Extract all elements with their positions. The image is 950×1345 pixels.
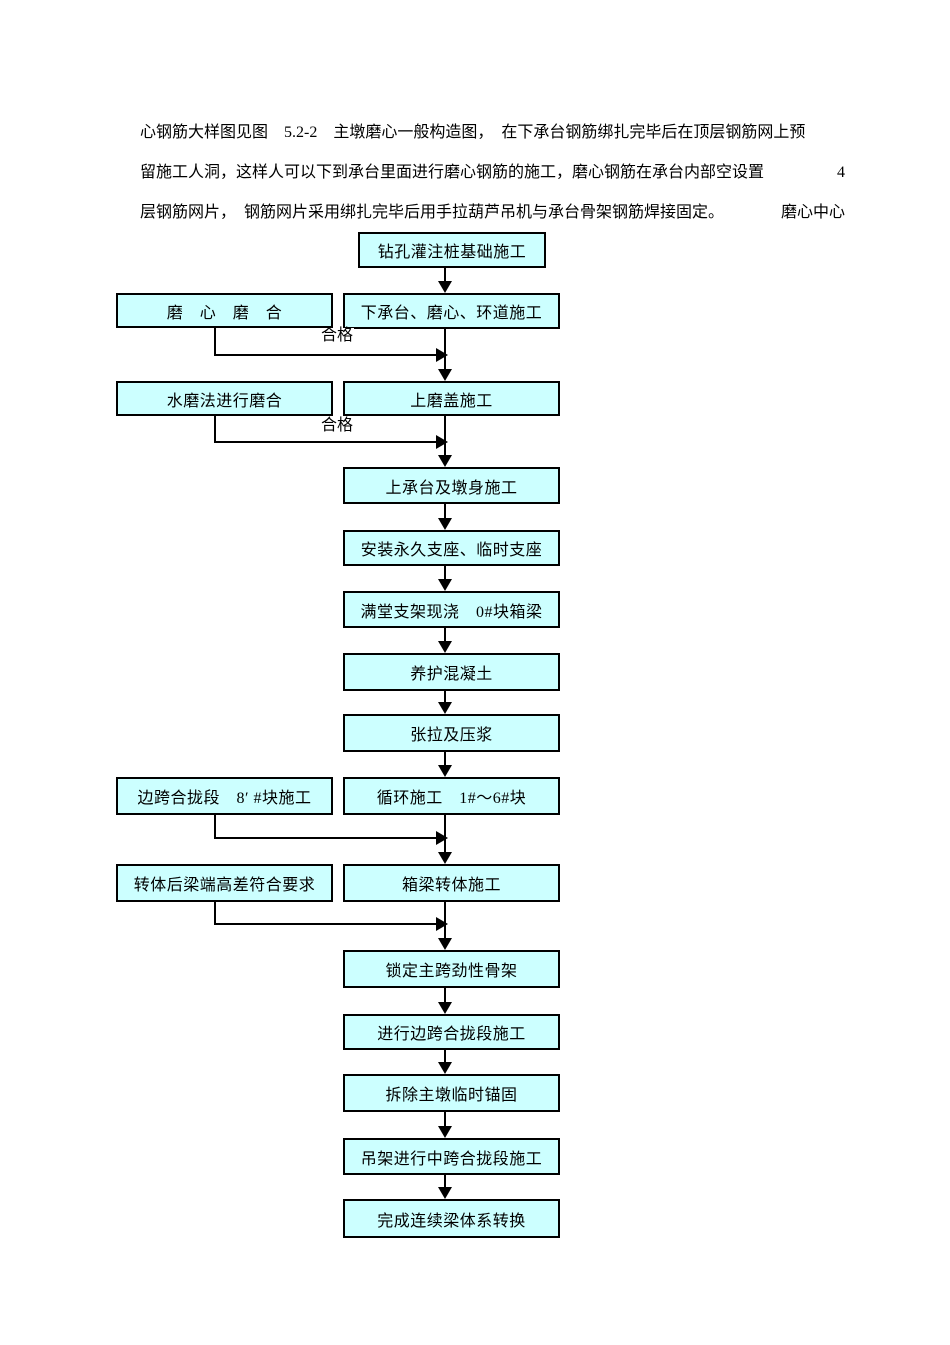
paragraph-line-3: 层钢筋网片， 钢筋网片采用绑扎完毕后用手拉葫芦吊机与承台骨架钢筋焊接固定。 磨心… [140, 202, 845, 223]
down-arrowhead-icon [438, 579, 452, 591]
pass-label: 合格 [320, 327, 355, 344]
flow-step-midspan-closure: 吊架进行中跨合拢段施工 [343, 1138, 560, 1175]
paragraph-text-right: 4 [837, 164, 845, 181]
elbow-line [214, 328, 216, 356]
paragraph-text: 层钢筋网片， 钢筋网片采用绑扎完毕后用手拉葫芦吊机与承台骨架钢筋焊接固定。 [140, 204, 725, 221]
flow-step-install-bearings: 安装永久支座、临时支座 [343, 530, 560, 566]
paragraph-line-2: 留施工人洞，这样人可以下到承台里面进行磨心钢筋的施工，磨心钢筋在承台内部空设置 … [140, 162, 845, 183]
connector-line [444, 1175, 446, 1188]
right-arrowhead-icon [436, 831, 448, 845]
side-step-water-grinding: 水磨法进行磨合 [116, 381, 333, 416]
side-step-height-check: 转体后梁端高差符合要求 [116, 864, 333, 902]
paragraph: 心钢筋大样图见图 5.2-2 主墩磨心一般构造图， 在下承台钢筋绑扎完毕后在顶层… [140, 122, 845, 242]
elbow-line [214, 814, 216, 839]
connector-line [444, 566, 446, 580]
elbow-line [214, 902, 216, 925]
paragraph-text: 留施工人洞，这样人可以下到承台里面进行磨心钢筋的施工，磨心钢筋在承台内部空设置 [140, 164, 765, 181]
flow-step-side-span-closure: 进行边跨合拢段施工 [343, 1014, 560, 1050]
elbow-line [215, 441, 436, 443]
connector-line [444, 628, 446, 642]
flow-step-cycle-blocks: 循环施工 1#～6#块 [343, 777, 560, 815]
flow-step-cast-0-block: 满堂支架现浇 0#块箱梁 [343, 591, 560, 628]
elbow-line [215, 923, 436, 925]
connector-line [444, 1050, 446, 1063]
paragraph-text-right: 磨心中心 [780, 204, 845, 221]
down-arrowhead-icon [438, 1002, 452, 1014]
connector-line [444, 988, 446, 1003]
flow-step-lower-bearing-platform: 下承台、磨心、环道施工 [343, 293, 560, 329]
flow-step-upper-platform-pier: 上承台及墩身施工 [343, 467, 560, 504]
flow-step-lock-midspan-frame: 锁定主跨劲性骨架 [343, 950, 560, 988]
paragraph-text: 心钢筋大样图见图 5.2-2 主墩磨心一般构造图， 在下承台钢筋绑扎完毕后在顶层… [140, 124, 806, 141]
elbow-line [214, 416, 216, 443]
connector-line [444, 752, 446, 766]
pass-label: 合格 [320, 417, 355, 434]
down-arrowhead-icon [438, 1126, 452, 1138]
down-arrowhead-icon [438, 455, 452, 467]
down-arrowhead-icon [438, 765, 452, 777]
elbow-line [215, 354, 436, 356]
down-arrowhead-icon [438, 641, 452, 653]
flow-step-cure-concrete: 养护混凝土 [343, 653, 560, 691]
flow-step-upper-cover: 上磨盖施工 [343, 381, 560, 416]
down-arrowhead-icon [438, 1062, 452, 1074]
right-arrowhead-icon [436, 435, 448, 449]
connector-line [444, 1112, 446, 1127]
flow-step-pile-foundation: 钻孔灌注桩基础施工 [358, 232, 546, 268]
flow-step-tension-grouting: 张拉及压浆 [343, 714, 560, 752]
down-arrowhead-icon [438, 369, 452, 381]
right-arrowhead-icon [436, 348, 448, 362]
down-arrowhead-icon [438, 852, 452, 864]
down-arrowhead-icon [438, 518, 452, 530]
side-step-core-grinding: 磨 心 磨 合 [116, 293, 333, 328]
connector-line [444, 504, 446, 519]
elbow-line [215, 837, 436, 839]
down-arrowhead-icon [438, 938, 452, 950]
side-step-side-span-block: 边跨合拢段 8′ #块施工 [116, 777, 333, 815]
down-arrowhead-icon [438, 1187, 452, 1199]
down-arrowhead-icon [438, 702, 452, 714]
flow-step-remove-anchorage: 拆除主墩临时锚固 [343, 1074, 560, 1112]
flow-step-box-girder-rotation: 箱梁转体施工 [343, 864, 560, 902]
flow-step-system-conversion: 完成连续梁体系转换 [343, 1199, 560, 1238]
paragraph-line-1: 心钢筋大样图见图 5.2-2 主墩磨心一般构造图， 在下承台钢筋绑扎完毕后在顶层… [140, 122, 845, 143]
down-arrowhead-icon [438, 281, 452, 293]
right-arrowhead-icon [436, 917, 448, 931]
connector-line [444, 691, 446, 703]
connector-line [444, 268, 446, 282]
